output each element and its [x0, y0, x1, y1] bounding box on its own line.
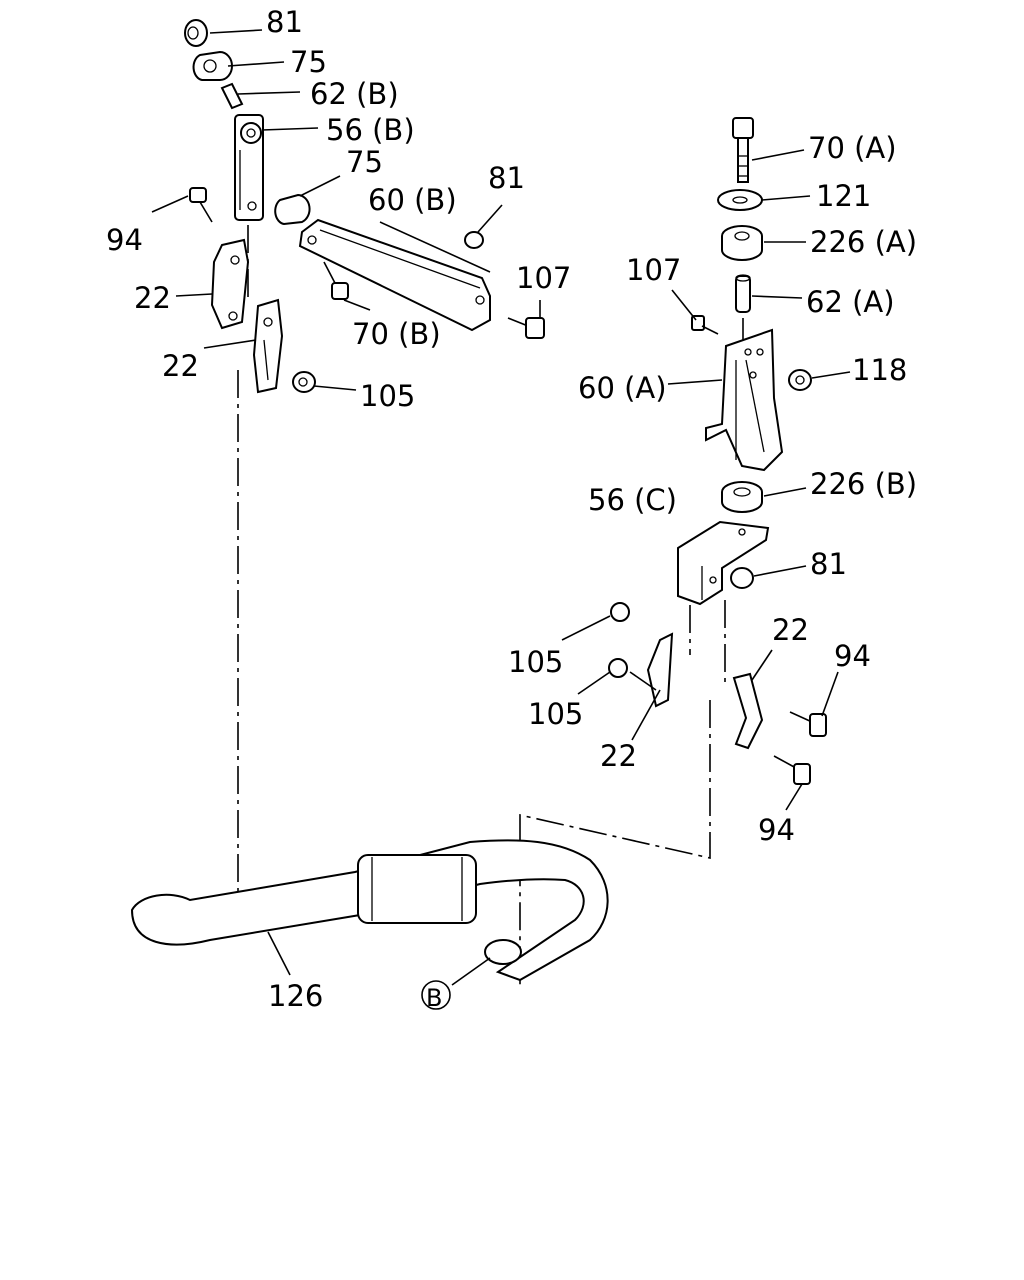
bolt-70b — [323, 261, 349, 300]
bracket-60a — [705, 328, 784, 472]
link-56b — [234, 114, 264, 221]
label-105-r1: 105 — [508, 645, 563, 679]
label-56c: 56 (C) — [588, 483, 677, 517]
clamp-22-left-a — [210, 238, 250, 330]
callout-labels: 81 75 62 (B) 56 (B) 75 60 (B) 81 94 22 2… — [106, 5, 917, 1013]
label-75-mid: 75 — [346, 145, 383, 179]
label-105-r2: 105 — [528, 697, 583, 731]
nut-81-right — [730, 567, 754, 589]
label-94-r1: 94 — [834, 639, 871, 673]
label-62b: 62 (B) — [310, 77, 399, 111]
nut-105-r2 — [608, 658, 628, 678]
label-118: 118 — [852, 353, 907, 387]
bolt-94-r2 — [773, 755, 811, 785]
label-22-a: 22 — [134, 281, 171, 315]
label-22-b: 22 — [162, 349, 199, 383]
bolt-94-r1 — [789, 711, 827, 737]
leader-lines — [151, 29, 851, 986]
callout-b-circle — [421, 980, 451, 1010]
label-107-mid: 107 — [516, 261, 571, 295]
nut-81-mid — [464, 231, 484, 249]
label-81-top: 81 — [266, 5, 303, 39]
label-22-r2: 22 — [600, 739, 637, 773]
washer-121 — [717, 189, 763, 211]
mount-226b — [721, 481, 763, 513]
bolt-70a — [732, 117, 754, 183]
label-22-r1: 22 — [772, 613, 809, 647]
label-105-left: 105 — [360, 379, 415, 413]
label-94-r2: 94 — [758, 813, 795, 847]
bushing-75-top — [192, 50, 233, 81]
label-75-top: 75 — [290, 45, 327, 79]
label-226b: 226 (B) — [810, 467, 917, 501]
bracket-56c — [677, 520, 770, 606]
collar-62a — [735, 274, 751, 313]
assembly-guide-lines — [237, 225, 744, 985]
label-226a: 226 (A) — [810, 225, 917, 259]
label-56b: 56 (B) — [326, 113, 415, 147]
label-62a: 62 (A) — [806, 285, 895, 319]
label-107-right: 107 — [626, 253, 681, 287]
nut-105-r1 — [610, 602, 630, 622]
bolt-107-mid — [507, 317, 545, 339]
label-70b: 70 (B) — [352, 317, 441, 351]
clamp-22-left-b — [252, 298, 284, 394]
label-60b: 60 (B) — [368, 183, 457, 217]
label-81-mid: 81 — [488, 161, 525, 195]
label-121: 121 — [816, 179, 871, 213]
label-60a: 60 (A) — [578, 371, 667, 405]
bolt-94-left — [189, 187, 213, 223]
label-94-left: 94 — [106, 223, 143, 257]
label-b: B — [426, 984, 442, 1012]
clamp-22-r2 — [732, 672, 764, 750]
exhaust-pipe-126 — [130, 839, 609, 982]
nut-118 — [788, 369, 812, 391]
bracket-60b — [298, 218, 491, 332]
bushing-75-mid — [274, 193, 311, 226]
label-126: 126 — [268, 979, 323, 1013]
mount-226a — [721, 225, 763, 261]
collar-62b — [220, 82, 244, 110]
nut-105-left — [292, 371, 316, 393]
clamp-22-r1 — [646, 632, 674, 708]
label-70a: 70 (A) — [808, 131, 897, 165]
nut-81-top — [184, 19, 208, 47]
label-81-right: 81 — [810, 547, 847, 581]
